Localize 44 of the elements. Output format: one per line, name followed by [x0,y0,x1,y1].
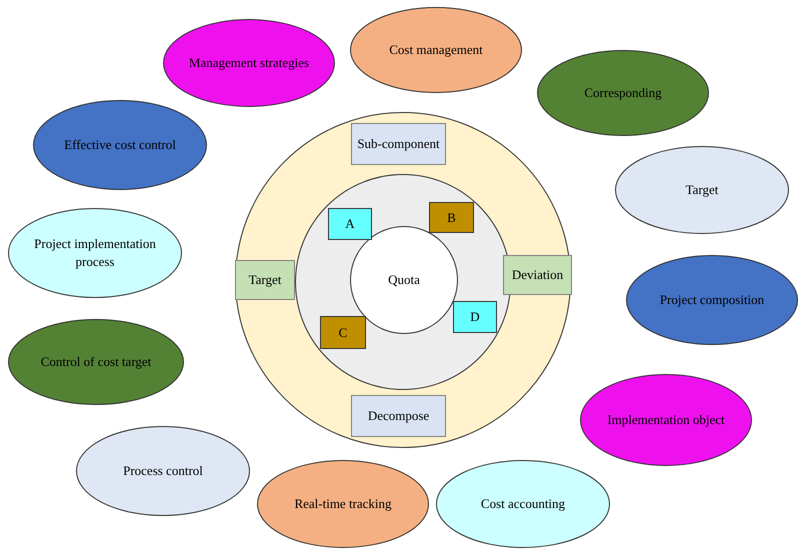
node-label: C [338,324,348,342]
rectangle-node [503,255,572,295]
ring-circle [235,112,571,448]
node-label: Target [684,181,720,199]
node-label: D [469,308,481,326]
rectangle-node [328,208,372,240]
node-label: Effective cost control [63,136,177,154]
ellipse-node [33,100,207,190]
node-label: Corresponding [583,84,663,102]
rectangle-node [351,123,446,165]
node-label: Process control [122,462,204,480]
node-label: Real-time tracking [293,495,393,513]
node-label: B [446,208,457,226]
rectangle-node [429,202,474,233]
ellipse-node [350,226,458,334]
ellipse-node [8,208,182,298]
node-label: Cost management [388,41,484,59]
node-label: Implementation object [606,411,726,429]
node-label: A [344,215,356,233]
node-label: Target [248,271,282,289]
node-label: Deviation [510,266,564,284]
ellipse-node [580,374,752,466]
ellipse-node [350,7,522,93]
ellipse-node [163,19,335,107]
ellipse-node [436,460,610,548]
ellipse-node [537,50,709,136]
rectangle-node [351,395,446,437]
ellipse-node [626,255,798,345]
ellipse-node [257,460,429,548]
ellipse-node [8,319,184,405]
node-label: Control of cost target [40,353,152,371]
ellipse-node [615,146,789,234]
rectangle-node [235,260,295,300]
node-label: Cost accounting [480,495,566,513]
node-label: Sub-component [356,135,441,153]
ellipse-node [76,426,250,516]
node-label: Quota [387,271,421,289]
rectangle-node [320,316,366,349]
ring-circle [295,174,511,390]
node-label: Management strategies [188,54,310,72]
node-label: Project implementation process [33,235,157,271]
node-label: Decompose [366,407,430,425]
rectangle-node [453,301,497,333]
node-label: Project composition [658,291,766,309]
